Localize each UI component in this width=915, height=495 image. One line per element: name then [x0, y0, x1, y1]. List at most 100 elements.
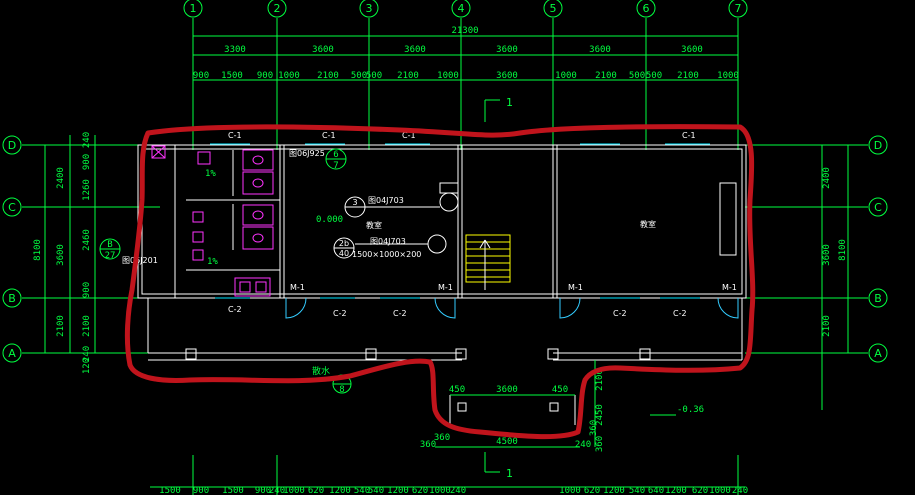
svg-text:D: D — [8, 139, 16, 152]
bottom-detail-dims: 1500 900 1500 900 240 1000 620 1200 540 … — [159, 486, 748, 495]
svg-text:3300: 3300 — [224, 45, 246, 55]
svg-text:900: 900 — [82, 154, 92, 170]
svg-text:900: 900 — [193, 486, 209, 495]
vertical-axis-lines — [192, 18, 739, 495]
svg-text:1: 1 — [190, 2, 197, 15]
svg-text:1000: 1000 — [283, 486, 305, 495]
svg-text:4500: 4500 — [496, 437, 518, 447]
svg-text:360: 360 — [434, 433, 450, 443]
svg-text:2100: 2100 — [595, 369, 605, 391]
svg-text:1%: 1% — [207, 257, 218, 267]
svg-text:1500: 1500 — [222, 486, 244, 495]
axis-bubble-d-left: D — [2, 135, 22, 155]
svg-text:C: C — [874, 201, 882, 214]
outside-elevation-label: -0.36 — [677, 405, 704, 415]
svg-text:1000: 1000 — [717, 71, 739, 81]
svg-text:B: B — [107, 240, 112, 250]
svg-text:900: 900 — [257, 71, 273, 81]
svg-text:1500: 1500 — [221, 71, 243, 81]
axis-bubble-6: 6 — [636, 0, 656, 18]
svg-text:900: 900 — [82, 282, 92, 298]
detail-text-2: 图04J703 — [370, 237, 406, 246]
svg-text:450: 450 — [552, 385, 568, 395]
svg-text:1000: 1000 — [559, 486, 581, 495]
left-dim-text: 8100 2400 3600 2100 240 900 1260 2460 90… — [33, 132, 92, 374]
axis-bubble-b-left: B — [2, 288, 22, 308]
doors — [285, 297, 739, 319]
svg-text:40: 40 — [339, 249, 349, 258]
svg-text:M-1: M-1 — [290, 283, 305, 292]
axis-bubble-c-left: C — [2, 197, 22, 217]
toilet-partitions — [186, 150, 280, 271]
svg-text:2450: 2450 — [595, 404, 605, 426]
axis-bubbles-left: D C B A — [2, 135, 22, 363]
svg-text:240: 240 — [82, 346, 92, 362]
svg-text:900: 900 — [255, 486, 271, 495]
svg-text:2100: 2100 — [82, 315, 92, 337]
svg-text:3: 3 — [366, 2, 373, 15]
ref-bottom-text: 图06J201 — [122, 256, 158, 265]
svg-text:A: A — [8, 347, 16, 360]
detail-text-1: 图04J703 — [368, 196, 404, 205]
right-dimensions — [821, 145, 849, 410]
svg-text:2: 2 — [274, 2, 281, 15]
axis-bubble-a-left: A — [2, 343, 22, 363]
size-text: 1500×1000×200 — [352, 250, 421, 259]
svg-text:7: 7 — [735, 2, 742, 15]
room-label-classroom-right: 教室 — [640, 219, 656, 229]
svg-text:1000: 1000 — [278, 71, 300, 81]
svg-text:6: 6 — [333, 150, 338, 160]
ref-top-text: 图06J925 — [289, 149, 325, 158]
svg-text:1: 1 — [506, 467, 513, 480]
axis-bubble-4: 4 — [451, 0, 471, 18]
svg-text:3600: 3600 — [496, 71, 518, 81]
svg-text:3600: 3600 — [589, 45, 611, 55]
axis-bubble-3: 3 — [359, 0, 379, 18]
svg-text:1500: 1500 — [159, 486, 181, 495]
axis-bubble-5: 5 — [543, 0, 563, 18]
svg-text:360: 360 — [595, 436, 605, 452]
svg-text:240: 240 — [82, 132, 92, 148]
entry-dimensions — [435, 360, 596, 448]
svg-text:C-2: C-2 — [673, 309, 687, 318]
columns — [185, 348, 651, 412]
svg-text:8100: 8100 — [33, 239, 43, 261]
svg-text:C: C — [8, 201, 16, 214]
svg-text:2100: 2100 — [822, 315, 832, 337]
svg-text:640: 640 — [648, 486, 664, 495]
svg-text:540: 540 — [629, 486, 645, 495]
svg-text:27: 27 — [105, 251, 116, 261]
svg-text:2100: 2100 — [317, 71, 339, 81]
svg-text:4: 4 — [458, 2, 465, 15]
svg-text:3600: 3600 — [822, 244, 832, 266]
axis-bubble-1: 1 — [183, 0, 203, 18]
svg-text:C-2: C-2 — [228, 305, 242, 314]
svg-text:6: 6 — [643, 2, 650, 15]
axis-bubble-7: 7 — [728, 0, 748, 18]
svg-text:C-2: C-2 — [393, 309, 407, 318]
room-label-classroom-left: 教室 — [366, 220, 382, 230]
top-total-dim: 21300 — [451, 26, 478, 36]
svg-text:8: 8 — [339, 385, 344, 395]
stair-arrow — [479, 239, 491, 290]
right-dim-text: 8100 2400 3600 2100 — [822, 167, 848, 337]
axis-bubble-a-right: A — [868, 343, 888, 363]
svg-text:540: 540 — [354, 486, 370, 495]
svg-text:450: 450 — [449, 385, 465, 395]
axis-bubble-2: 2 — [267, 0, 287, 18]
svg-text:1: 1 — [506, 96, 513, 109]
stair — [465, 234, 511, 283]
windows — [210, 143, 710, 299]
sink-icon — [151, 145, 166, 159]
svg-text:M-1: M-1 — [438, 283, 453, 292]
svg-text:3600: 3600 — [312, 45, 334, 55]
svg-text:900: 900 — [193, 71, 209, 81]
svg-text:3600: 3600 — [56, 244, 66, 266]
svg-text:C-1: C-1 — [322, 131, 336, 140]
svg-text:240: 240 — [269, 486, 285, 495]
svg-text:2b: 2b — [339, 239, 349, 248]
top-bay-dims: 3300 3600 3600 3600 3600 3600 — [224, 45, 703, 55]
svg-text:240: 240 — [450, 486, 466, 495]
detail-bubble-2b: 2b 40 — [333, 237, 355, 259]
svg-text:620: 620 — [692, 486, 708, 495]
